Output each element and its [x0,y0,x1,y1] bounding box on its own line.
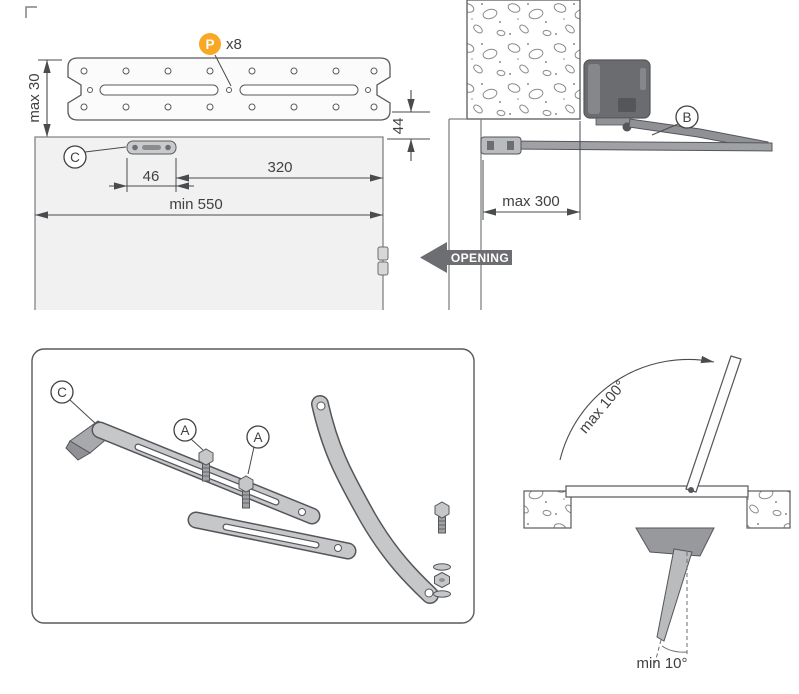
hatch-hinge-pivot [688,487,694,493]
a2-marker-leader [247,446,255,475]
side-section-group: B max 300 OPENING [420,0,773,310]
ceiling-slab-right [746,490,791,529]
under-ceiling-bracket [635,527,715,557]
motor-unit [583,59,651,132]
b-marker-circle [675,105,699,129]
p-marker-circle [199,33,221,55]
door-bracket-slot [142,145,161,150]
opening-angle-group: max 100° min 10° [523,355,791,672]
b-marker-leader [651,123,679,136]
a1-marker-label: A [180,423,189,438]
dim-max30-label: max 30 [26,73,43,122]
dim320-label: 320 [267,159,292,176]
dim-max100-arc [559,355,715,461]
bracket-screw-left [132,144,138,151]
dim-min550-label: min 550 [169,196,222,213]
dim-max300-label: max 300 [502,193,560,210]
dim-max100-label: max 100° [576,377,630,437]
fastener-stack [433,501,451,598]
exploded-c-circle [50,380,74,404]
bolt-a1 [198,448,214,482]
exploded-view-group: C A [31,348,475,624]
door-bracket-side [480,136,522,155]
arm-end-bracket-flange [65,440,91,461]
door-panel-outline [34,136,384,310]
dim-min10-label: min 10° [636,655,687,672]
wall-section-concrete [466,0,581,120]
a2-marker-label: A [253,430,262,445]
dim-min10-arc [661,645,688,653]
hatch-door-closed [565,485,749,498]
door-panel [35,137,383,310]
b-marker-label: B [682,110,691,125]
plate-holes [80,67,378,111]
a2-marker-circle [246,425,270,449]
hanging-arm-rod [656,548,693,642]
a1-marker-leader [190,438,204,451]
dim44-label: 44 [390,118,407,135]
p-marker-label: P [205,37,214,52]
front-view-group: P x8 max 30 C 46 320 min [26,33,430,310]
telescopic-arm [505,140,773,152]
door-hinge [377,246,389,276]
bolt-a2 [238,475,254,509]
a1-marker-circle [173,418,197,442]
p-qty-label: x8 [226,36,242,53]
exploded-c-label: C [57,385,67,400]
page-corner-mark [25,6,37,18]
hatch-door-open [685,355,742,493]
plate-slot-right [239,84,359,96]
opening-direction-arrow [420,242,512,273]
plate-slot-left [99,84,219,96]
exploded-c-leader [69,399,97,425]
rod-axis-dashed [654,639,662,664]
bracket-screw-right [165,144,171,151]
c-marker-leader [84,146,127,153]
opening-label: OPENING [451,251,509,265]
lower-slotted-arm [187,511,357,560]
p-marker-leader [214,54,232,87]
c-marker-circle [63,145,87,169]
curved-arm [311,395,439,604]
c-marker-label: C [70,150,80,165]
dim46-label: 46 [143,168,160,185]
ceiling-slab-left [523,490,572,529]
